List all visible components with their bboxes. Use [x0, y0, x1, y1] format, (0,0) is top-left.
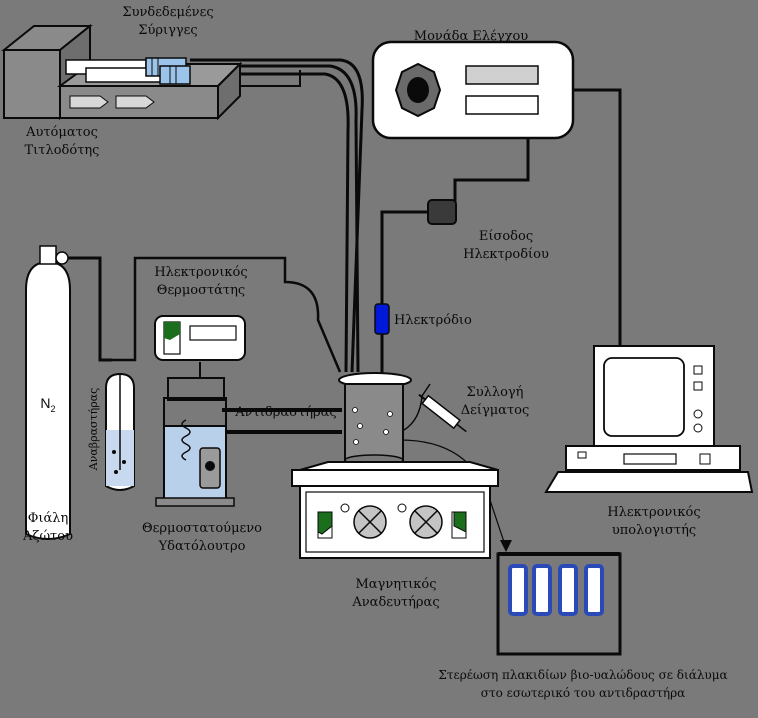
syringe-tube-3	[190, 64, 360, 373]
electrode-input-label-line1: Είσοδος	[478, 229, 534, 244]
thermostat-switch-icon	[164, 322, 180, 340]
gas-line-2	[100, 256, 342, 373]
control-to-computer-line	[572, 88, 622, 345]
storage-box	[496, 552, 622, 656]
storage-label-line1: Στερέωση πλακιδίων βιο-υαλώδους σε διάλυ…	[438, 668, 728, 682]
magnetic-stirrer-label: Μαγνητικός Αναδευτήρας	[336, 576, 456, 612]
water-bath-label: Θερμοστατούμενο Υδατόλουτρο	[134, 520, 270, 556]
syringes-icon	[65, 57, 191, 85]
electrode-input-label: Είσοδος Ηλεκτροδίου	[456, 228, 556, 264]
control-display-1	[465, 65, 539, 85]
storage-label-line2: στο εσωτερικό του αντιδραστήρα	[480, 686, 686, 700]
gas-cylinder-label-line1: Φιάλη	[27, 511, 69, 526]
gas-cylinder-label-line2: Αζώτου	[23, 529, 73, 544]
computer-label: Ηλεκτρονικός υπολογιστής	[596, 504, 712, 540]
magnetic-stirrer-label-line1: Μαγνητικός	[355, 577, 437, 592]
syringes-label-line1: Συνδεδεμένες	[122, 5, 214, 20]
thermostat-label-line2: Θερμοστάτης	[156, 283, 246, 298]
control-unit	[371, 40, 575, 140]
reactor-label: Αντιδραστήρας	[235, 405, 337, 420]
reactor-vessel	[338, 372, 412, 466]
sampling-label: Συλλογή Δείγματος	[452, 384, 538, 420]
thermostat-label: Ηλεκτρονικός Θερμοστάτης	[146, 264, 256, 300]
control-display-2	[465, 95, 539, 115]
titrator-arrows	[69, 95, 155, 109]
water-bath-label-line1: Θερμοστατούμενο	[142, 521, 262, 536]
sampling-label-line2: Δείγματος	[460, 403, 530, 418]
stirrer-dial-right-icon	[409, 505, 443, 539]
syringes-label-line2: Σύριγγες	[138, 23, 198, 38]
stirrer-dial-left-icon	[353, 505, 387, 539]
computer-label-line1: Ηλεκτρονικός	[607, 505, 701, 520]
auto-titrator	[1, 23, 243, 121]
vial-icons	[508, 564, 604, 616]
electronic-thermostat	[154, 315, 246, 361]
reactor-bubbles	[352, 407, 393, 445]
water-bath	[155, 377, 235, 507]
control-to-feeder-line	[215, 70, 301, 87]
electrode-input-label-line2: Ηλεκτροδίου	[463, 247, 549, 262]
heating-coil-icon	[181, 419, 191, 461]
sampling-line	[403, 383, 431, 431]
magnetic-stirrer	[291, 461, 499, 559]
auto-titrator-label-line1: Αυτόματος	[26, 125, 98, 140]
sampling-syringe-icon	[418, 393, 467, 433]
computer	[544, 345, 754, 493]
storage-label: Στερέωση πλακιδίων βιο-υαλώδους σε διάλυ…	[410, 666, 756, 702]
control-unit-label: Μονάδα Ελέγχου	[413, 29, 529, 44]
gas-cylinder-label: Φιάλη Αζώτου	[10, 510, 86, 546]
n2-subscript: 2	[50, 403, 56, 414]
syringe-tube-2	[190, 72, 350, 373]
humidifier-bottle	[105, 372, 135, 491]
input-to-electrode-line	[380, 210, 430, 305]
syringes-label: Συνδεδεμένες Σύριγγες	[108, 4, 228, 40]
electrode-icon	[374, 303, 390, 380]
syringe-tube-1	[190, 58, 364, 373]
gas-line	[64, 256, 112, 362]
sampling-label-line1: Συλλογή	[466, 385, 524, 400]
computer-screen	[603, 357, 685, 437]
control-to-input-line	[453, 138, 530, 205]
n2-cylinder	[25, 245, 71, 540]
thermostat-label-line1: Ηλεκτρονικός	[154, 265, 248, 280]
sampling-arrow-head	[500, 540, 512, 552]
water-bath-label-line2: Υδατόλουτρο	[158, 539, 246, 554]
computer-keyboard	[544, 471, 754, 493]
auto-titrator-label: Αυτόματος Τιτλοδότης	[14, 124, 110, 160]
humidifier-label: Αναβραστήρας	[87, 387, 100, 471]
auto-titrator-label-line2: Τιτλοδότης	[24, 143, 100, 158]
computer-label-line2: υπολογιστής	[611, 523, 697, 538]
n2-symbol: N	[40, 395, 51, 411]
electrode-label: Ηλεκτρόδιο	[394, 313, 472, 328]
connection-lines	[64, 58, 622, 546]
electrode-input	[427, 199, 457, 225]
n2-label: N2	[36, 394, 60, 418]
magnetic-stirrer-label-line2: Αναδευτήρας	[352, 595, 440, 610]
